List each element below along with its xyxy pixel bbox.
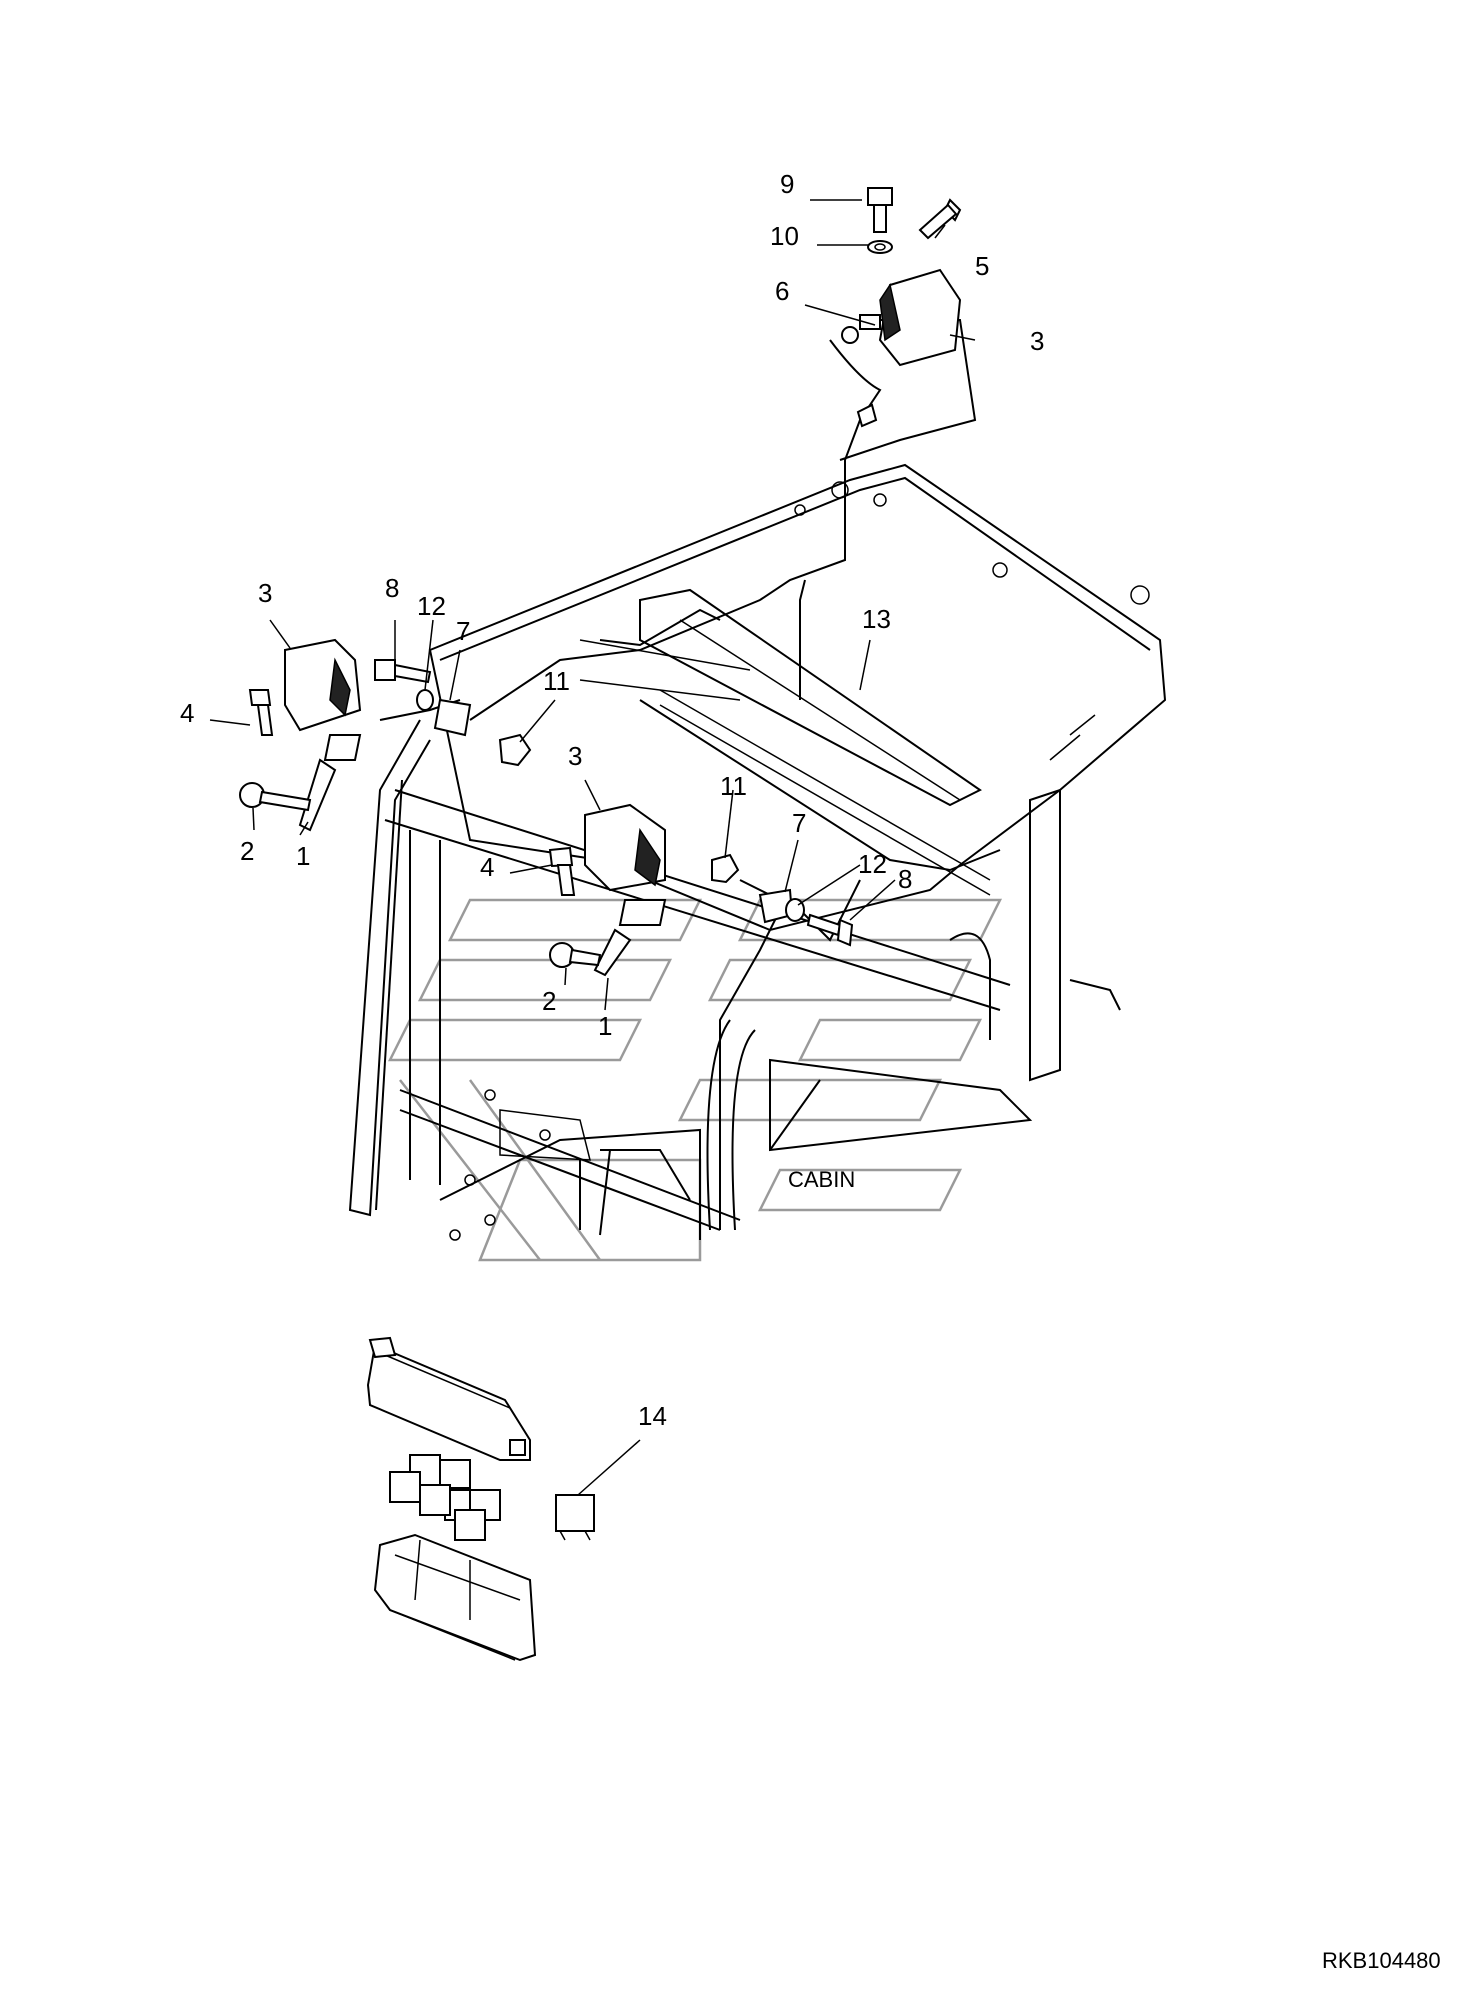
callout-13: 13 (862, 604, 891, 634)
callout-1-mid: 1 (598, 1011, 612, 1041)
callout-2-left: 2 (240, 836, 254, 866)
work-lamp-top (841, 268, 962, 428)
bolt-8-left (374, 659, 432, 684)
callout-11-mid: 11 (720, 771, 747, 801)
relay-box-base (373, 1533, 537, 1662)
work-lamp-left (284, 638, 362, 832)
callout-4-mid: 4 (480, 852, 494, 882)
callout-8-mid: 8 (898, 864, 912, 894)
callout-1-left: 1 (296, 841, 310, 871)
callout-6: 6 (775, 276, 789, 306)
bracket-7-left (433, 698, 472, 737)
bolt-8-mid (806, 913, 854, 947)
leader-lines (209, 199, 976, 1496)
callout-5: 5 (975, 251, 989, 281)
cabin-roof (428, 463, 1167, 932)
callout-4-left: 4 (180, 698, 194, 728)
bolt-5 (918, 198, 962, 240)
callout-14: 14 (638, 1401, 667, 1431)
callout-3-left: 3 (258, 578, 272, 608)
watermark-logo (387, 898, 1003, 1262)
cabin-frame (348, 719, 1121, 1241)
reference-code: RKB104480 (1322, 1948, 1441, 1973)
callout-3-mid: 3 (568, 741, 582, 771)
nut-11-mid (711, 853, 740, 884)
bolt-2-left (239, 782, 312, 812)
callout-3-top: 3 (1030, 326, 1044, 356)
callout-12-mid: 12 (858, 849, 887, 879)
relay-14 (555, 1494, 595, 1541)
washer-10 (867, 240, 893, 254)
callout-7-left: 7 (456, 616, 470, 646)
work-lamp-middle (584, 803, 667, 977)
callout-7-mid: 7 (792, 808, 806, 838)
callout-12-left: 12 (417, 591, 446, 621)
bolt-4-mid (548, 846, 576, 896)
relay-box-cover (366, 1336, 531, 1461)
bolt-9 (867, 187, 893, 233)
relay-set (389, 1454, 501, 1541)
callout-10: 10 (770, 221, 799, 251)
bolt-2-mid (549, 942, 602, 968)
callout-9: 9 (780, 169, 794, 199)
bolt-4-left (248, 689, 274, 736)
callout-labels: 9 10 6 5 3 3 8 12 7 11 4 2 1 13 3 11 7 1… (180, 169, 1441, 1973)
callout-11-left: 11 (543, 666, 570, 696)
washer-12-left (416, 689, 434, 711)
callout-2-mid: 2 (542, 986, 556, 1016)
cabin-label: CABIN (788, 1167, 855, 1192)
nut-11-left (498, 733, 532, 767)
callout-8-left: 8 (385, 573, 399, 603)
